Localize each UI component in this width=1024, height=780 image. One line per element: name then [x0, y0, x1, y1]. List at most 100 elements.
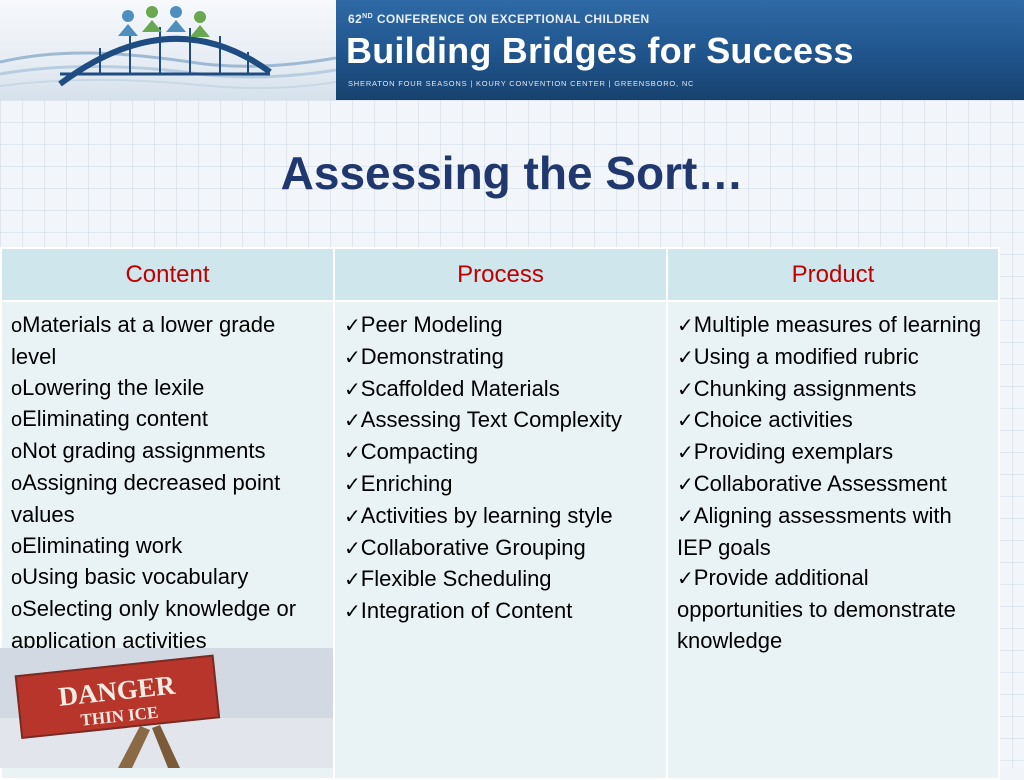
- content-bullet-marker: o: [11, 535, 23, 558]
- product-bullet-marker: ✓: [677, 410, 694, 433]
- product-bullet-marker: ✓: [677, 346, 694, 369]
- process-item-text: Scaffolded Materials: [360, 375, 560, 401]
- process-item: ✓Collaborative Grouping: [344, 533, 658, 565]
- product-item-text: Choice activities: [693, 407, 853, 433]
- content-bullet-marker: o: [11, 441, 23, 464]
- bridge-people-logo-icon: [0, 6, 336, 90]
- content-item: oLowering the lexile: [11, 373, 325, 405]
- product-item-text: Providing exemplars: [693, 439, 894, 465]
- conference-name: 62ND CONFERENCE ON EXCEPTIONAL CHILDREN: [348, 12, 650, 26]
- product-item: ✓Using a modified rubric: [677, 342, 990, 374]
- process-item: ✓Peer Modeling: [344, 310, 658, 342]
- process-bullet-marker: ✓: [344, 378, 361, 401]
- content-item-text: Selecting only knowledge or application …: [11, 596, 297, 653]
- header-product: Product: [666, 247, 1000, 302]
- product-bullet-marker: ✓: [677, 505, 694, 528]
- product-bullet-marker: ✓: [677, 442, 694, 465]
- product-item: ✓Choice activities: [677, 405, 990, 437]
- content-item-text: Eliminating content: [22, 406, 209, 432]
- process-item-text: Collaborative Grouping: [360, 534, 586, 560]
- content-item-text: Eliminating work: [22, 532, 183, 558]
- slide-title: Assessing the Sort…: [280, 147, 744, 199]
- process-item: ✓Scaffolded Materials: [344, 374, 658, 406]
- content-bullet-marker: o: [11, 599, 23, 622]
- content-bullet-marker: o: [11, 409, 23, 432]
- product-item-text: Using a modified rubric: [693, 343, 919, 369]
- process-bullet-marker: ✓: [344, 601, 361, 624]
- product-item-text: Provide additional opportunities to demo…: [677, 565, 956, 653]
- process-item-text: Peer Modeling: [360, 312, 503, 337]
- content-item-text: Not grading assignments: [22, 438, 266, 464]
- content-item: oEliminating content: [11, 404, 325, 436]
- process-item: ✓Demonstrating: [344, 342, 658, 374]
- content-bullet-marker: o: [11, 315, 23, 337]
- process-bullet-marker: ✓: [344, 442, 361, 465]
- product-bullet-marker: ✓: [677, 568, 694, 591]
- product-item: ✓Chunking assignments: [677, 374, 990, 406]
- content-item: oEliminating work: [11, 531, 325, 563]
- product-item-text: Collaborative Assessment: [693, 470, 947, 496]
- process-item-text: Integration of Content: [360, 598, 573, 624]
- strategies-table: Content Process Product oMaterials at a …: [0, 247, 1000, 780]
- product-item-text: Chunking assignments: [693, 375, 917, 401]
- process-item-text: Assessing Text Complexity: [360, 407, 623, 433]
- process-bullet-marker: ✓: [344, 473, 361, 496]
- process-item: ✓Flexible Scheduling: [344, 564, 658, 596]
- danger-sign-photo: DANGER THIN ICE: [0, 648, 333, 768]
- process-cell: ✓Peer Modeling✓Demonstrating✓Scaffolded …: [333, 300, 668, 780]
- header-content: Content: [0, 247, 335, 302]
- process-item-text: Enriching: [360, 470, 453, 496]
- process-item: ✓Compacting: [344, 437, 658, 469]
- conference-ordinal-suffix: ND: [362, 13, 374, 20]
- product-item: ✓Collaborative Assessment: [677, 469, 990, 501]
- content-item-text: Materials at a lower grade level: [11, 312, 276, 369]
- product-cell: ✓Multiple measures of learning✓Using a m…: [666, 300, 1000, 780]
- process-item: ✓Integration of Content: [344, 596, 658, 628]
- product-item: ✓Multiple measures of learning: [677, 310, 990, 342]
- process-bullet-marker: ✓: [344, 410, 361, 433]
- conference-label: CONFERENCE ON EXCEPTIONAL CHILDREN: [376, 12, 650, 26]
- process-item: ✓Activities by learning style: [344, 501, 658, 533]
- header-process: Process: [333, 247, 668, 302]
- banner-title: Building Bridges for Success: [346, 30, 854, 71]
- content-bullet-marker: o: [11, 377, 23, 400]
- content-item-text: Assigning decreased point values: [11, 469, 281, 527]
- content-item-text: Using basic vocabulary: [22, 564, 249, 590]
- product-list: ✓Multiple measures of learning✓Using a m…: [677, 310, 990, 657]
- content-bullet-marker: o: [11, 472, 23, 495]
- content-item: oMaterials at a lower grade level: [11, 310, 325, 373]
- product-bullet-marker: ✓: [677, 315, 694, 337]
- product-item: ✓Providing exemplars: [677, 437, 990, 469]
- process-bullet-marker: ✓: [344, 346, 361, 369]
- product-bullet-marker: ✓: [677, 378, 694, 401]
- process-item-text: Activities by learning style: [360, 502, 613, 528]
- process-item: ✓Enriching: [344, 469, 658, 501]
- process-item: ✓Assessing Text Complexity: [344, 405, 658, 437]
- content-item: oNot grading assignments: [11, 436, 325, 468]
- content-item-text: Lowering the lexile: [22, 374, 205, 400]
- process-bullet-marker: ✓: [344, 537, 361, 560]
- process-bullet-marker: ✓: [344, 315, 361, 337]
- product-bullet-marker: ✓: [677, 473, 694, 496]
- conference-ordinal: 62: [348, 12, 363, 26]
- venue-line: SHERATON FOUR SEASONS | KOURY CONVENTION…: [348, 79, 695, 88]
- process-bullet-marker: ✓: [344, 505, 361, 528]
- product-item-text: Multiple measures of learning: [693, 312, 982, 337]
- content-item: oUsing basic vocabulary: [11, 562, 325, 594]
- process-item-text: Demonstrating: [360, 343, 504, 369]
- content-item: oAssigning decreased point values: [11, 468, 325, 531]
- process-item-text: Compacting: [360, 439, 479, 465]
- process-item-text: Flexible Scheduling: [360, 566, 552, 592]
- product-item: ✓Provide additional opportunities to dem…: [677, 563, 990, 656]
- header-banner: 62ND CONFERENCE ON EXCEPTIONAL CHILDREN …: [0, 0, 1024, 100]
- process-bullet-marker: ✓: [344, 569, 361, 592]
- product-item-text: Aligning assessments with IEP goals: [677, 502, 952, 560]
- banner-title-area: [336, 0, 1024, 100]
- process-list: ✓Peer Modeling✓Demonstrating✓Scaffolded …: [344, 310, 658, 628]
- content-bullet-marker: o: [11, 567, 23, 590]
- table-header-row: Content Process Product: [0, 247, 1000, 302]
- danger-sign-image: DANGER THIN ICE: [0, 648, 333, 768]
- product-item: ✓Aligning assessments with IEP goals: [677, 501, 990, 564]
